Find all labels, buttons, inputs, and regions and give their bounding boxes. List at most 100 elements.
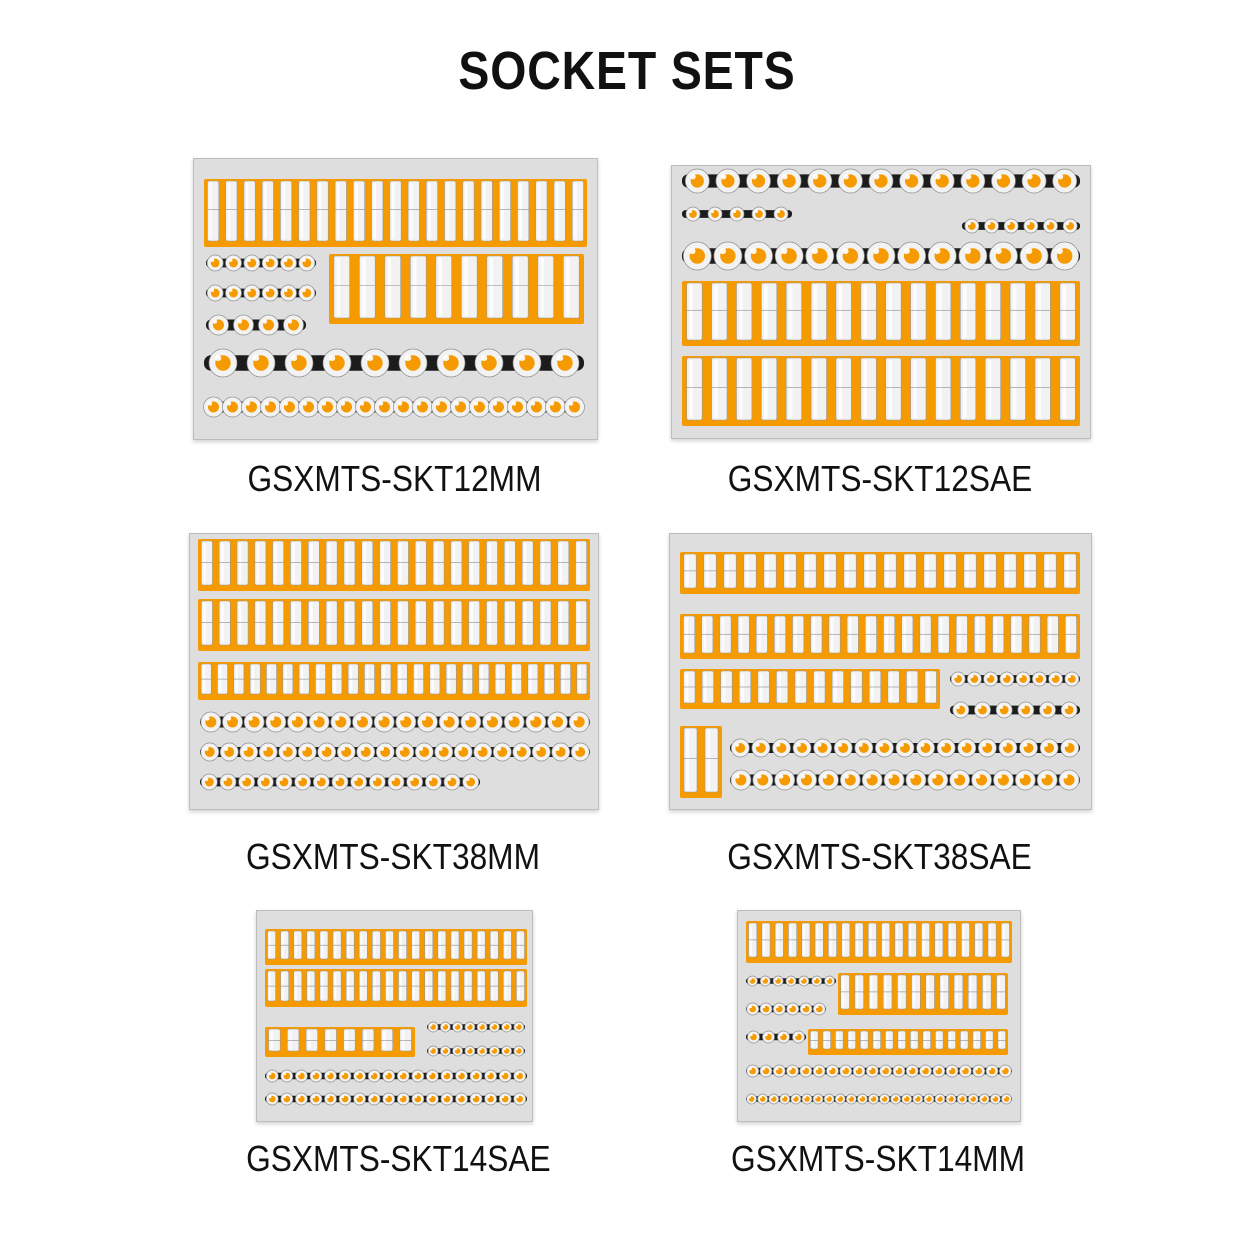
- deep-socket: [887, 670, 900, 704]
- deep-socket: [723, 553, 737, 589]
- round-socket: [261, 254, 279, 272]
- round-socket: [424, 773, 442, 791]
- deep-socket: [967, 974, 978, 1010]
- round-socket: [972, 1064, 986, 1078]
- round-socket: [774, 769, 796, 791]
- round-socket: [476, 1021, 488, 1033]
- deep-socket: [924, 670, 937, 704]
- round-socket: [225, 254, 242, 272]
- round-socket: [861, 769, 883, 791]
- round-socket: [772, 738, 791, 758]
- deep-socket: [972, 1030, 981, 1050]
- deep-socket: [934, 922, 944, 958]
- round-socket: [950, 671, 966, 687]
- round-socket: [959, 1064, 972, 1078]
- deep-socket: [860, 282, 877, 341]
- deep-socket: [560, 663, 571, 695]
- round-socket: [744, 241, 773, 271]
- deep-socket: [922, 1030, 931, 1050]
- round-socket: [233, 314, 254, 336]
- round-socket: [989, 241, 1018, 271]
- round-socket: [945, 1093, 957, 1105]
- round-socket: [892, 1064, 906, 1078]
- round-socket: [427, 1021, 439, 1033]
- round-socket: [298, 254, 316, 272]
- round-socket: [200, 773, 218, 791]
- deep-socket: [397, 600, 409, 646]
- tray-image-skt38sae: [669, 533, 1092, 810]
- deep-socket: [943, 553, 957, 589]
- deep-socket: [686, 357, 703, 421]
- deep-socket: [810, 615, 823, 654]
- deep-socket: [683, 727, 698, 793]
- socket-tray-illustration: [738, 911, 1020, 1121]
- round-socket: [818, 769, 839, 791]
- round-socket: [823, 1093, 835, 1105]
- round-socket: [360, 348, 390, 378]
- deep-socket: [939, 974, 949, 1010]
- deep-socket: [563, 255, 580, 319]
- round-socket: [564, 396, 585, 418]
- deep-socket: [571, 180, 584, 242]
- tray-image-skt14sae: [256, 910, 533, 1122]
- round-socket: [239, 742, 259, 762]
- deep-socket: [316, 180, 329, 242]
- deep-socket: [846, 615, 859, 654]
- deep-socket: [511, 663, 522, 695]
- deep-socket: [748, 922, 758, 958]
- round-socket: [265, 1092, 279, 1106]
- deep-socket: [1059, 357, 1076, 421]
- round-socket: [464, 1021, 476, 1033]
- deep-socket: [432, 540, 445, 586]
- round-socket: [406, 773, 424, 791]
- deep-socket: [910, 282, 927, 341]
- deep-socket: [557, 540, 570, 586]
- deep-socket: [432, 600, 445, 646]
- deep-socket: [935, 1030, 944, 1050]
- deep-socket: [911, 974, 921, 1010]
- round-socket: [1060, 701, 1078, 719]
- round-socket: [905, 1064, 919, 1078]
- deep-socket: [319, 970, 329, 1002]
- deep-socket: [774, 922, 784, 958]
- round-socket: [551, 742, 571, 762]
- round-socket: [801, 1093, 813, 1105]
- deep-socket: [280, 930, 290, 960]
- deep-socket: [411, 930, 421, 960]
- deep-socket: [841, 922, 851, 958]
- round-socket: [396, 1069, 410, 1083]
- deep-socket: [463, 930, 473, 960]
- round-socket: [336, 742, 356, 762]
- round-socket: [382, 1069, 396, 1083]
- round-socket: [730, 769, 752, 791]
- round-socket: [501, 1045, 512, 1057]
- round-socket: [513, 1021, 525, 1033]
- round-socket: [945, 1064, 959, 1078]
- deep-socket: [761, 282, 778, 341]
- round-socket: [489, 1045, 500, 1057]
- deep-socket: [450, 600, 463, 646]
- deep-socket: [704, 727, 719, 793]
- round-socket: [498, 1092, 512, 1106]
- round-socket: [283, 314, 304, 336]
- round-socket: [460, 711, 482, 733]
- deep-socket: [883, 553, 897, 589]
- round-socket: [1019, 241, 1049, 271]
- round-socket: [1003, 218, 1019, 234]
- round-socket: [866, 1064, 879, 1078]
- round-socket: [790, 1093, 802, 1105]
- round-socket: [498, 1069, 512, 1083]
- round-socket: [206, 284, 224, 302]
- deep-socket: [792, 615, 805, 654]
- deep-socket: [298, 180, 311, 242]
- deep-socket: [332, 970, 342, 1002]
- socket-tray-illustration: [670, 534, 1091, 809]
- round-socket: [352, 711, 373, 733]
- round-socket: [934, 1093, 946, 1105]
- round-socket: [547, 711, 568, 733]
- round-socket: [525, 711, 547, 733]
- round-socket: [932, 1064, 946, 1078]
- deep-socket: [840, 974, 850, 1010]
- round-socket: [298, 284, 316, 302]
- product-label-skt12mm: GSXMTS-SKT12MM: [247, 458, 542, 499]
